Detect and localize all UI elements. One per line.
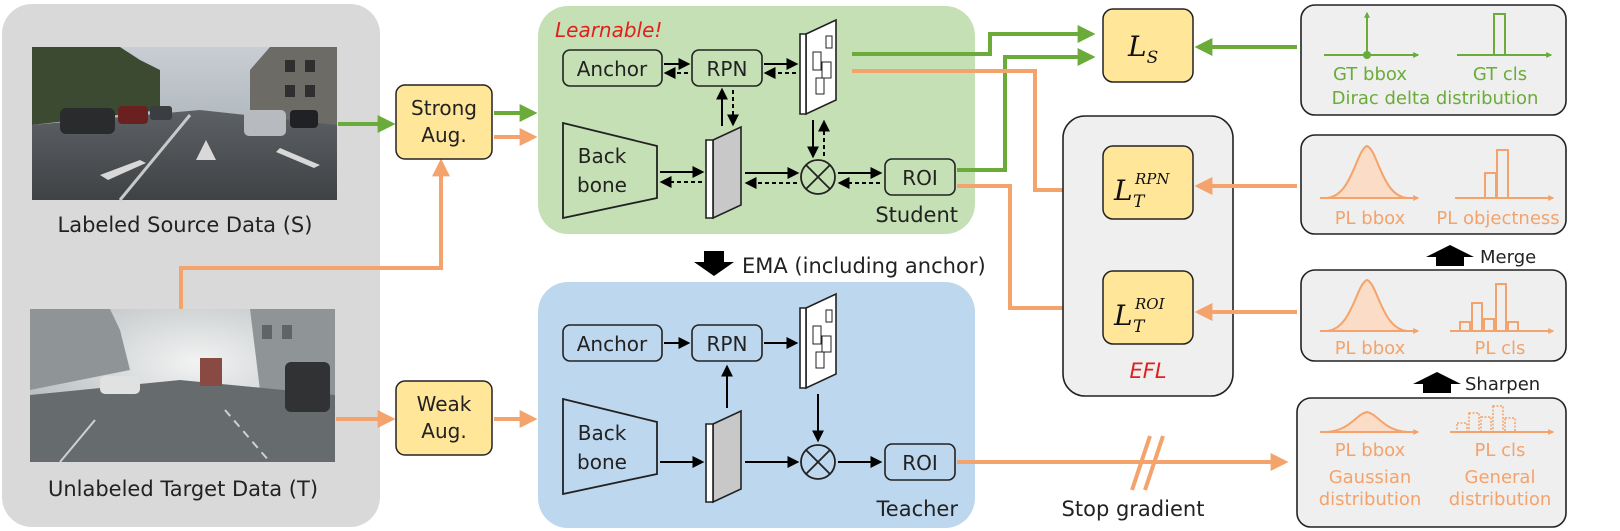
teacher-pl-bbox-caption-2: distribution	[1319, 489, 1422, 510]
student-anchor-label: Anchor	[577, 57, 648, 81]
teacher-backbone-line1: Back	[578, 421, 627, 445]
sharpen-label: Sharpen	[1465, 374, 1540, 395]
student-rpn-label: RPN	[707, 57, 748, 81]
roi-to-ls-arrow	[957, 48, 1096, 172]
gt-caption: Dirac delta distribution	[1332, 88, 1539, 109]
weak-aug-line1: Weak	[417, 392, 472, 416]
loss-lrpn-sup: RPN	[1134, 170, 1170, 188]
efl-label: EFL	[1129, 359, 1166, 383]
teacher-backbone-featuremap	[705, 409, 742, 504]
student-anchor-box	[562, 49, 663, 87]
teacher-name: Teacher	[876, 497, 959, 521]
student-backbone-line2: bone	[577, 173, 627, 197]
teacher-pl-cls-caption-1: General	[1465, 467, 1536, 488]
teacher-rpn-box	[691, 324, 763, 362]
rpn-pl-bbox-label: PL bbox	[1335, 208, 1406, 229]
student-rpn-box	[691, 49, 763, 87]
loss-ls-label: LS	[1127, 30, 1158, 68]
roi-to-lroi-arrow	[957, 184, 1096, 317]
loss-ls-main: L	[1127, 30, 1147, 63]
teacher-anchor-box	[562, 324, 663, 362]
weak-aug-box	[395, 380, 493, 456]
loss-lroi-sup: ROI	[1134, 295, 1166, 313]
teacher-pl-cls-label: PL cls	[1475, 440, 1526, 461]
roi-pl-cls-plot	[1450, 283, 1555, 334]
sharpen-arrow-icon	[1413, 372, 1461, 393]
merge-arrow-icon	[1426, 245, 1474, 266]
loss-lroi-main: L	[1113, 299, 1133, 332]
gt-bbox-label: GT bbox	[1333, 64, 1407, 85]
loss-ls-box	[1102, 8, 1194, 83]
teacher-pl-cls-caption-2: distribution	[1449, 489, 1552, 510]
target-to-strong-aug-arrow	[179, 158, 450, 309]
rpn-pl-cls-label: PL objectness	[1436, 208, 1559, 229]
merge-label: Merge	[1480, 247, 1536, 268]
ema-arrow-icon	[694, 251, 734, 276]
student-name: Student	[875, 203, 958, 227]
teacher-roi-box	[884, 443, 956, 481]
student-tag: Learnable!	[555, 18, 662, 42]
teacher-pl-bbox-caption-1: Gaussian	[1329, 467, 1412, 488]
teacher-roi-label: ROI	[902, 451, 938, 475]
loss-lroi-label: L	[1113, 299, 1133, 332]
loss-lrpn-box	[1102, 145, 1194, 220]
gt-cls-label: GT cls	[1473, 64, 1527, 85]
roi-pl-bbox-plot	[1320, 278, 1420, 334]
proposal-to-lrpn-arrow	[852, 69, 1096, 199]
strong-aug-line2: Aug.	[421, 123, 466, 147]
loss-lrpn-label: L	[1113, 174, 1133, 207]
proposal-to-ls-arrow	[852, 25, 1096, 56]
loss-lroi-box	[1102, 270, 1194, 345]
roi-pl-bbox-label: PL bbox	[1335, 338, 1406, 359]
weak-aug-line2: Aug.	[421, 419, 466, 443]
student-proposal-featuremap	[799, 18, 837, 116]
teacher-rpn-label: RPN	[707, 332, 748, 356]
stop-gradient-mark-2	[1143, 435, 1165, 491]
student-backbone-featuremap	[705, 125, 742, 220]
source-image	[32, 47, 337, 201]
student-panel	[538, 6, 975, 234]
gt-bbox-plot	[1324, 11, 1420, 59]
ema-label: EMA (including anchor)	[742, 254, 986, 278]
loss-lroi-sub: T	[1133, 317, 1146, 337]
stop-gradient-label: Stop gradient	[1062, 497, 1205, 521]
teacher-pl-bbox-label: PL bbox	[1335, 440, 1406, 461]
student-roi-label: ROI	[902, 166, 938, 190]
student-backbone	[562, 121, 658, 220]
loss-ls-sub: S	[1147, 48, 1159, 68]
roi-pl-cls-label: PL cls	[1475, 338, 1526, 359]
teacher-backbone	[562, 397, 658, 496]
loss-lrpn-main: L	[1113, 174, 1133, 207]
teacher-pl-cls-plot	[1450, 405, 1555, 435]
stop-gradient-mark-1	[1130, 435, 1152, 491]
teacher-proposal-featuremap	[799, 292, 837, 390]
teacher-roi-align	[800, 444, 836, 480]
loss-lrpn-sub: T	[1133, 192, 1146, 212]
student-roi-box	[884, 158, 956, 196]
gt-cls-plot	[1457, 13, 1553, 58]
rpn-pl-bbox-plot	[1320, 144, 1420, 201]
target-image	[30, 309, 335, 463]
source-label: Labeled Source Data (S)	[58, 213, 313, 237]
target-label: Unlabeled Target Data (T)	[48, 477, 318, 501]
teacher-pl-bbox-plot	[1320, 410, 1420, 435]
teacher-panel	[538, 282, 975, 528]
strong-aug-line1: Strong	[411, 96, 477, 120]
rpn-pl-cls-plot	[1455, 149, 1555, 201]
teacher-anchor-label: Anchor	[577, 332, 648, 356]
student-backbone-line1: Back	[578, 144, 627, 168]
strong-aug-box	[395, 84, 493, 160]
teacher-backbone-line2: bone	[577, 450, 627, 474]
student-roi-align	[800, 159, 836, 195]
